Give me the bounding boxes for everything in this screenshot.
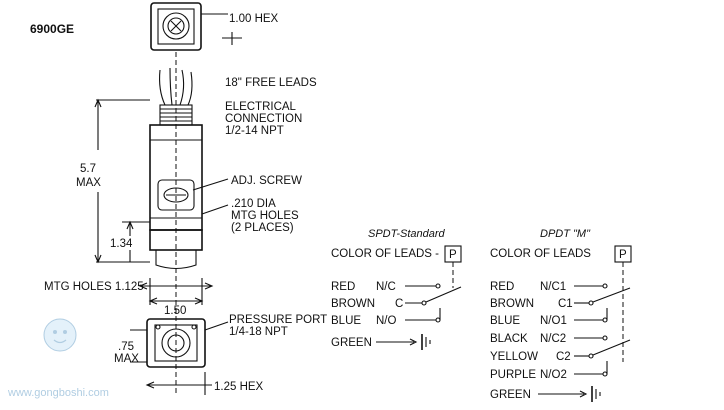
spdt-color-brown: BROWN: [331, 298, 375, 310]
height-dim-unit: MAX: [76, 177, 101, 189]
spdt-title: SPDT-Standard: [368, 228, 446, 240]
mtg-holes-label-2: MTG HOLES: [231, 210, 299, 222]
spdt-color-blue: BLUE: [331, 315, 361, 327]
spdt-diagram: SPDT-Standard COLOR OF LEADS - P RED N/C…: [331, 228, 462, 350]
pressure-port-label-1: PRESSURE PORT: [229, 314, 327, 326]
dpdt-term-c2: C2: [556, 351, 571, 363]
spdt-header: COLOR OF LEADS -: [331, 248, 439, 260]
watermark-url: www.gongboshi.com: [7, 387, 109, 399]
height-dimension: [94, 98, 150, 264]
height-dim-value: 5.7: [80, 163, 96, 175]
lower-dimension: [122, 220, 150, 262]
bottom-view-hex: [146, 318, 206, 368]
top-view-hex: [150, 2, 202, 51]
spdt-color-red: RED: [331, 281, 355, 293]
hex-bottom-label: 1.25 HEX: [214, 381, 264, 393]
dpdt-color-yellow: YELLOW: [490, 351, 538, 363]
bottom-dim-value: .75: [118, 341, 134, 353]
mtg-holes-label-3: (2 PLACES): [231, 222, 294, 234]
spdt-color-green: GREEN: [331, 337, 372, 349]
dpdt-color-black: BLACK: [490, 333, 528, 345]
mtg-holes-label-1: .210 DIA: [231, 198, 276, 210]
adj-screw-label: ADJ. SCREW: [231, 175, 302, 187]
lower-dim-value: 1.34: [110, 238, 133, 250]
switch-body: [149, 124, 203, 270]
spdt-term-no: N/O: [376, 315, 397, 327]
mtg-holes-leader: [201, 204, 229, 215]
dpdt-color-brown: BROWN: [490, 298, 534, 310]
dpdt-term-nc1: N/C1: [540, 281, 566, 293]
dpdt-term-no1: N/O1: [540, 315, 567, 327]
spdt-symbol: P: [449, 249, 457, 261]
pressure-port-label-2: 1/4-18 NPT: [229, 326, 288, 338]
elec-conn-label-1: ELECTRICAL: [225, 101, 297, 113]
dpdt-color-green: GREEN: [490, 389, 531, 401]
dpdt-term-no2: N/O2: [540, 369, 567, 381]
free-leads-label: 18" FREE LEADS: [225, 77, 317, 89]
mtg-holes-dim: MTG HOLES 1.125: [44, 281, 144, 293]
dpdt-title: DPDT "M": [540, 228, 591, 240]
dpdt-term-nc2: N/C2: [540, 333, 566, 345]
adj-screw-leader: [192, 178, 229, 191]
bottom-dim-unit: MAX: [114, 353, 139, 365]
pressure-port-leader: [204, 321, 229, 331]
elec-conn-label-2: CONNECTION: [225, 113, 302, 125]
dpdt-term-c1: C1: [558, 298, 573, 310]
spdt-term-c: C: [395, 298, 403, 310]
watermark: www.gongboshi.com: [7, 318, 109, 399]
dpdt-header: COLOR OF LEADS: [490, 248, 591, 260]
elec-conn-label-3: 1/2-14 NPT: [225, 125, 284, 137]
spdt-term-nc: N/C: [376, 281, 396, 293]
hex-top-label: 1.00 HEX: [229, 13, 279, 25]
dpdt-color-blue: BLUE: [490, 315, 520, 327]
dpdt-symbol: P: [619, 249, 627, 261]
dpdt-color-red: RED: [490, 281, 514, 293]
model-title: 6900GE: [30, 22, 74, 36]
dpdt-diagram: DPDT "M" COLOR OF LEADS P RED N/C1 BROWN…: [490, 228, 632, 402]
width-dim-value: 1.50: [164, 305, 186, 317]
dpdt-color-purple: PURPLE: [490, 369, 536, 381]
free-leads: [159, 67, 193, 106]
